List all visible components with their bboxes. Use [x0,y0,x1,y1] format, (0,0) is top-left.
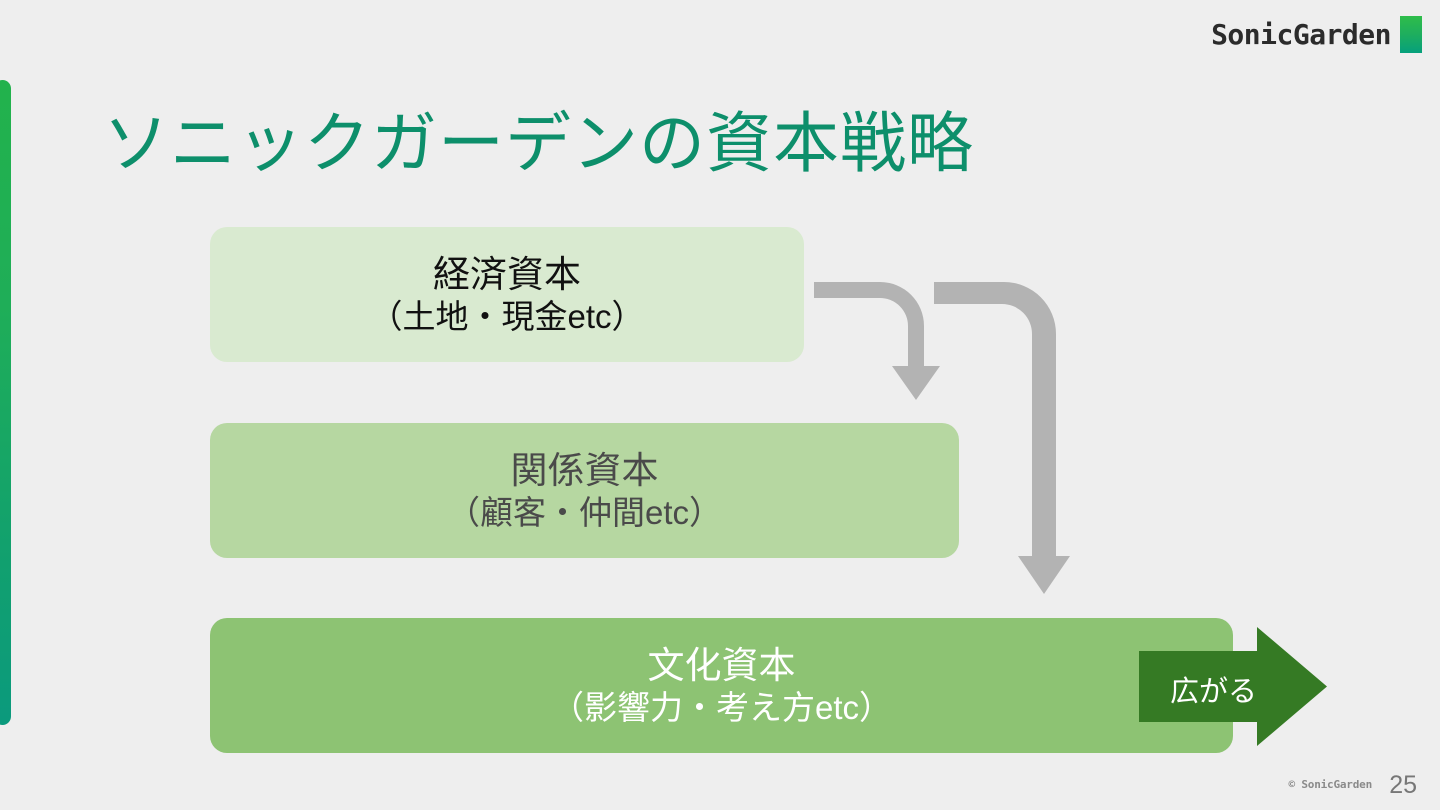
logo-square-icon [1400,16,1422,53]
capital-box-relational: 関係資本 （顧客・仲間etc） [210,423,959,558]
capital-box-cultural: 文化資本 （影響力・考え方etc） [210,618,1233,753]
capital-box-economic-title: 経済資本 [433,253,581,295]
footer-page-number: 25 [1389,771,1417,799]
spread-arrow-icon [1139,627,1327,746]
capital-box-relational-subtitle: （顧客・仲間etc） [446,493,723,531]
flow-arrow-down-long-icon [934,282,1070,594]
capital-box-cultural-subtitle: （影響力・考え方etc） [550,688,893,726]
footer-copyright: © SonicGarden [1288,778,1373,791]
sonicgarden-logo: SonicGarden [1211,16,1422,53]
logo-wordmark: SonicGarden [1211,18,1391,51]
capital-box-relational-title: 関係資本 [510,449,659,491]
capital-box-cultural-title: 文化資本 [647,644,796,686]
capital-box-economic-subtitle: （土地・現金etc） [369,297,645,335]
left-accent-bar [0,80,11,725]
flow-arrow-down-icon [814,282,940,400]
capital-box-economic: 経済資本 （土地・現金etc） [210,227,804,362]
page-title: ソニックガーデンの資本戦略 [103,106,974,180]
